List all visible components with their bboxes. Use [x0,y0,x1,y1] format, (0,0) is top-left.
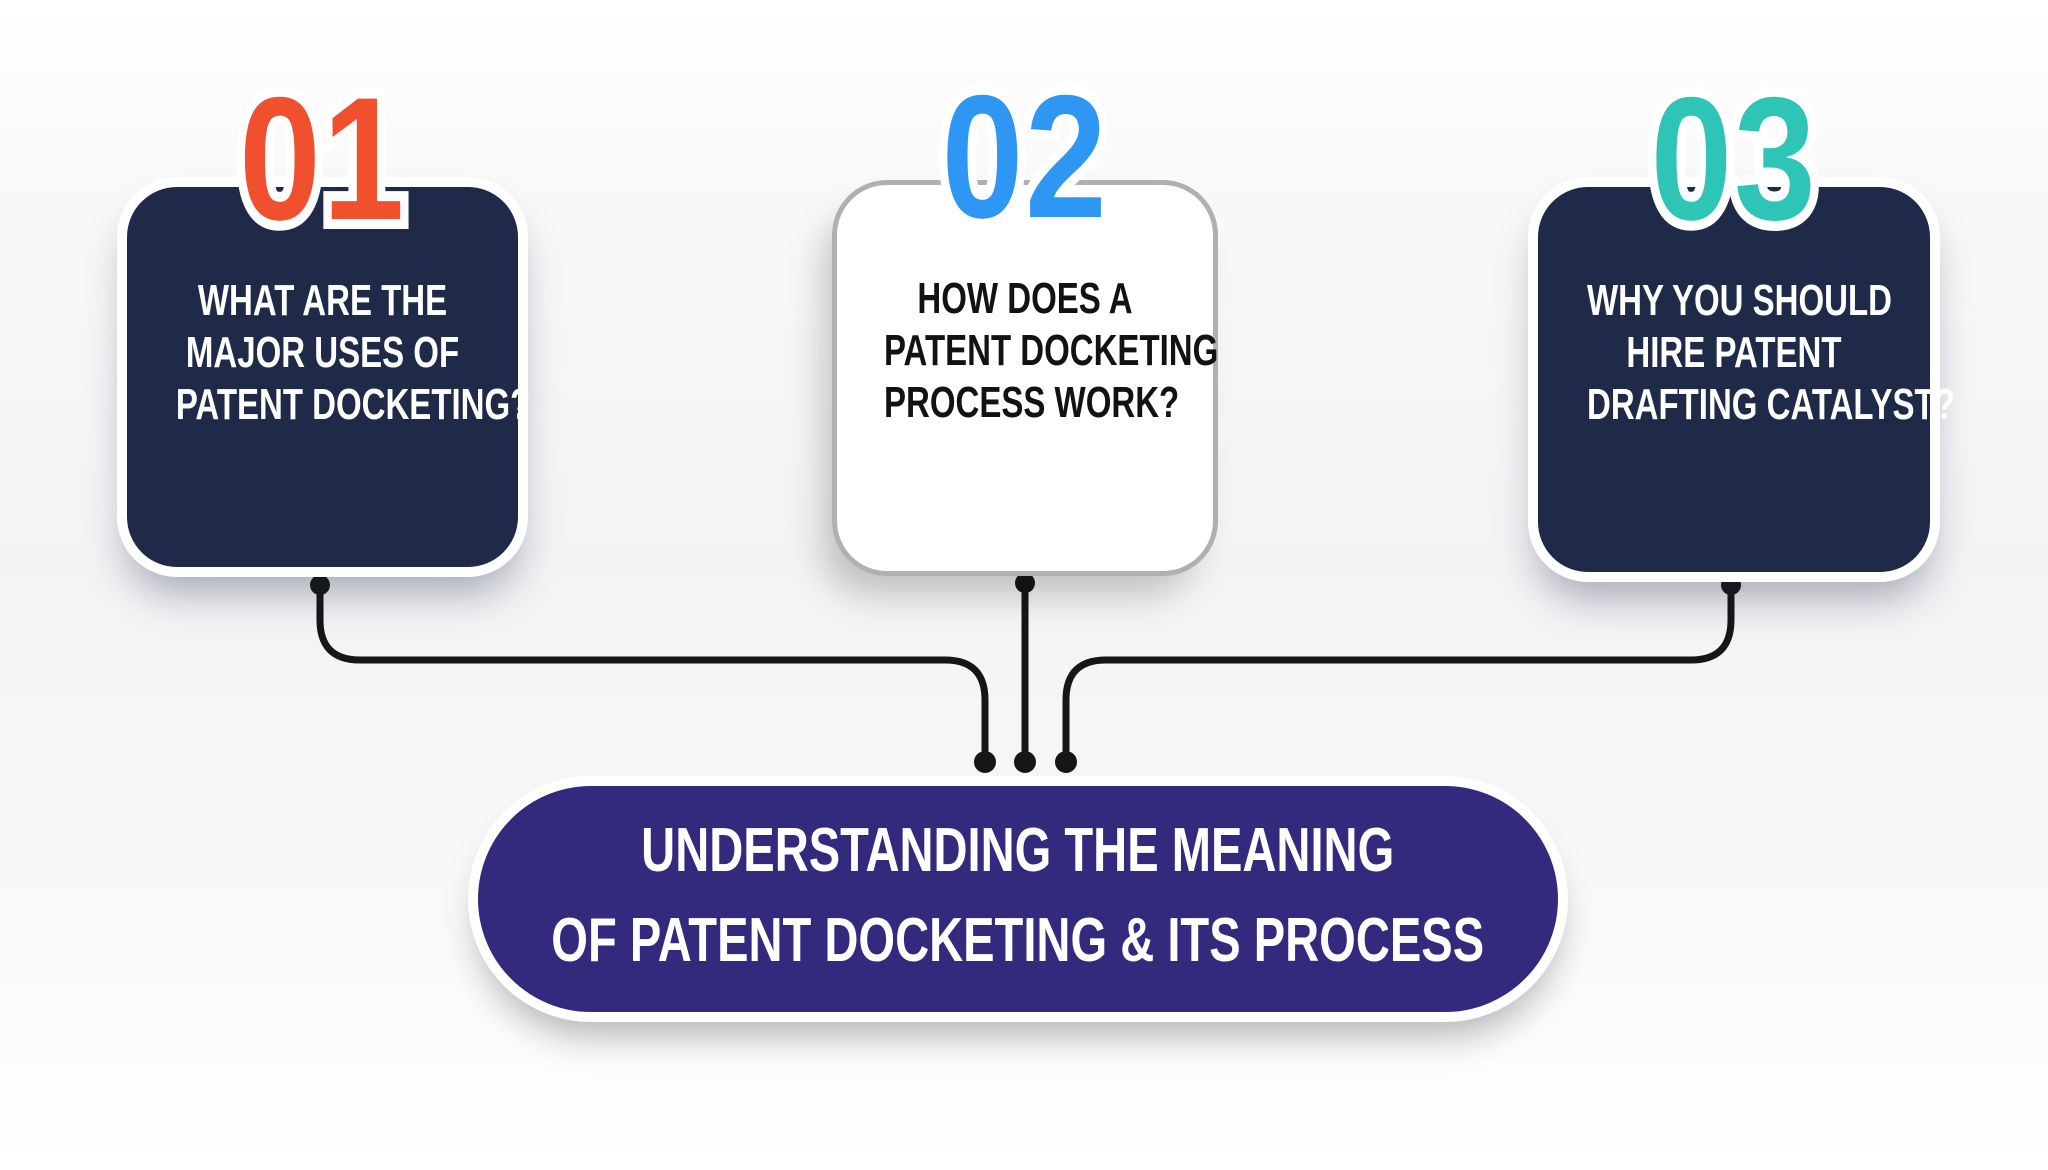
connector-card-01 [316,583,989,764]
connector-dot-top-01 [310,575,330,595]
card-02: 02 02 HOW DOES A PATENT DOCKETING PROCES… [832,60,1219,576]
card-03-question: WHY YOU SHOULD HIRE PATENT DRAFTING CATA… [1587,275,1955,431]
card-03-line-3: DRAFTING CATALYST? [1587,380,1955,429]
connector-card-03 [1062,583,1735,764]
banner-title: UNDERSTANDING THE MEANING OF PATENT DOCK… [552,806,1485,986]
banner-line-2: OF PATENT DOCKETING & ITS PROCESS [551,906,1485,975]
card-03-line-2: HIRE PATENT [1626,328,1842,377]
connector-dot-top-02 [1015,573,1035,593]
card-01-line-2: MAJOR USES OF [185,328,460,377]
card-02-line-2: PATENT DOCKETING [884,326,1219,375]
card-01-line-1: WHAT ARE THE [197,276,448,325]
banner-title-pill: UNDERSTANDING THE MEANING OF PATENT DOCK… [468,776,1568,1022]
card-03: 03 03 WHY YOU SHOULD HIRE PATENT DRAFTIN… [1528,62,1955,582]
connector-dot-bottom-right [1055,751,1077,773]
card-01-question: WHAT ARE THE MAJOR USES OF PATENT DOCKET… [175,275,531,431]
card-01: 01 01 WHAT ARE THE MAJOR USES OF PATENT … [117,62,531,577]
banner-line-1: UNDERSTANDING THE MEANING [641,816,1395,885]
card-02-line-1: HOW DOES A [917,274,1133,323]
card-02-line-3: PROCESS WORK? [884,378,1180,427]
card-02-question: HOW DOES A PATENT DOCKETING PROCESS WORK… [884,273,1219,429]
connector-dot-bottom-left [974,751,996,773]
card-03-line-1: WHY YOU SHOULD [1587,276,1892,325]
card-01-line-3: PATENT DOCKETING? [175,380,531,429]
connector-dot-bottom-center [1014,751,1036,773]
